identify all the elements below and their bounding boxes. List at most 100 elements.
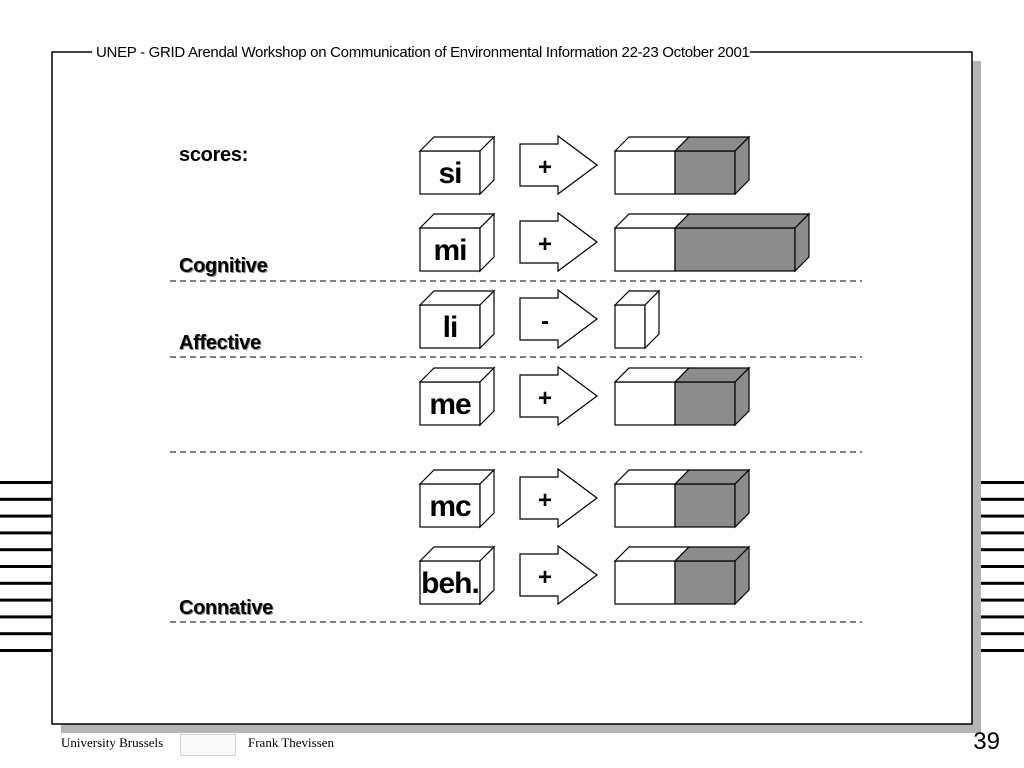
slide-frame (51, 51, 973, 725)
label-cube-side (479, 212, 495, 273)
score-bar-base (614, 381, 676, 426)
score-bar-side (734, 135, 750, 196)
label-cube-front (419, 560, 481, 605)
stripe-left (0, 649, 52, 652)
label-cube (418, 212, 496, 273)
row-sign: + (538, 487, 552, 514)
score-bar (613, 212, 811, 273)
stripe-right (972, 581, 1024, 585)
stripe-left (0, 497, 52, 501)
row-sign: + (538, 385, 552, 412)
footer-university: University Brussels (61, 735, 164, 750)
stripe-right (972, 615, 1024, 619)
stripe-left (0, 514, 52, 518)
score-bar-base (614, 560, 676, 605)
arrow-icon (519, 544, 599, 606)
stripe-left (0, 598, 52, 602)
label-cube-side (479, 468, 495, 529)
label-cube (418, 289, 496, 350)
row-sign: + (538, 231, 552, 258)
score-row-1: mi + (418, 211, 811, 273)
label-cube-front (419, 150, 481, 195)
footer-author: Frank Thevissen (248, 735, 335, 750)
arrow-icon (519, 365, 599, 427)
score-bar-fill (674, 150, 736, 195)
row-sign: + (538, 154, 552, 181)
score-row-4: mc + (418, 467, 751, 529)
score-bar (613, 366, 751, 427)
score-bar-side (794, 212, 810, 273)
label-cube (418, 468, 496, 529)
label-cube-front (419, 381, 481, 426)
stripe-left (0, 548, 52, 552)
score-bar-fill (674, 560, 736, 605)
score-bar (613, 545, 751, 606)
stripe-right (972, 481, 1024, 484)
stripe-left (0, 581, 52, 585)
row-label: beh. (421, 567, 479, 600)
row-label: mi (433, 234, 466, 267)
label-cube-front (419, 227, 481, 272)
stripe-left (0, 481, 52, 484)
label-cube-side (479, 545, 495, 606)
page-number: 39 (973, 728, 1000, 755)
side-stripes (0, 481, 1024, 652)
stripe-right (972, 649, 1024, 652)
label-cube (418, 366, 496, 427)
score-bar-side (734, 545, 750, 606)
university-logo (180, 734, 236, 756)
row-sign: - (541, 308, 549, 335)
row-label: si (438, 157, 461, 190)
stripe-right (972, 598, 1024, 602)
score-row-5: beh. + (418, 544, 751, 606)
arrow-icon (519, 211, 599, 273)
scores-label: scores: (179, 144, 249, 166)
score-bar-fill (674, 227, 796, 272)
arrow-icon (519, 467, 599, 529)
score-bar-base (614, 227, 676, 272)
score-bar-side (734, 366, 750, 427)
stripe-right (972, 565, 1024, 568)
section-label-cognitive: Cognitive (179, 255, 268, 277)
score-bar-base (614, 304, 646, 349)
score-bar-fill-top (673, 213, 811, 229)
stripe-left (0, 565, 52, 568)
slide-header: UNEP - GRID Arendal Workshop on Communic… (92, 43, 750, 63)
label-cube-side (479, 135, 495, 196)
score-row-2: li - (418, 288, 661, 350)
stripe-left (0, 531, 52, 535)
label-cube-side (479, 289, 495, 350)
stripe-left (0, 632, 52, 636)
stripe-right (972, 548, 1024, 552)
score-bar-side (734, 468, 750, 529)
label-cube-front (419, 304, 481, 349)
row-label: mc (429, 490, 471, 523)
stripe-left (0, 615, 52, 619)
score-row-0: si + (418, 134, 751, 196)
row-label: me (429, 388, 471, 421)
arrow-icon (519, 134, 599, 196)
stripe-right (972, 531, 1024, 535)
row-label: li (443, 311, 458, 344)
arrow-icon (519, 288, 599, 350)
score-rows: si + mi + li - me + mc + beh. + (418, 134, 811, 606)
score-bar-base (614, 483, 676, 528)
score-row-3: me + (418, 365, 751, 427)
score-bar (613, 135, 751, 196)
score-bar-fill (674, 381, 736, 426)
section-label-affective: Affective (179, 332, 261, 354)
stripe-right (972, 497, 1024, 501)
score-bar-fill (674, 483, 736, 528)
score-bar-base (614, 150, 676, 195)
stripe-right (972, 632, 1024, 636)
score-bar (613, 468, 751, 529)
score-bar (613, 289, 661, 350)
label-cube (418, 135, 496, 196)
label-cube-side (479, 366, 495, 427)
score-bar-side (644, 289, 660, 350)
label-cube (418, 545, 496, 606)
section-label-connative: Connative (179, 597, 273, 619)
stripe-right (972, 514, 1024, 518)
row-sign: + (538, 564, 552, 591)
